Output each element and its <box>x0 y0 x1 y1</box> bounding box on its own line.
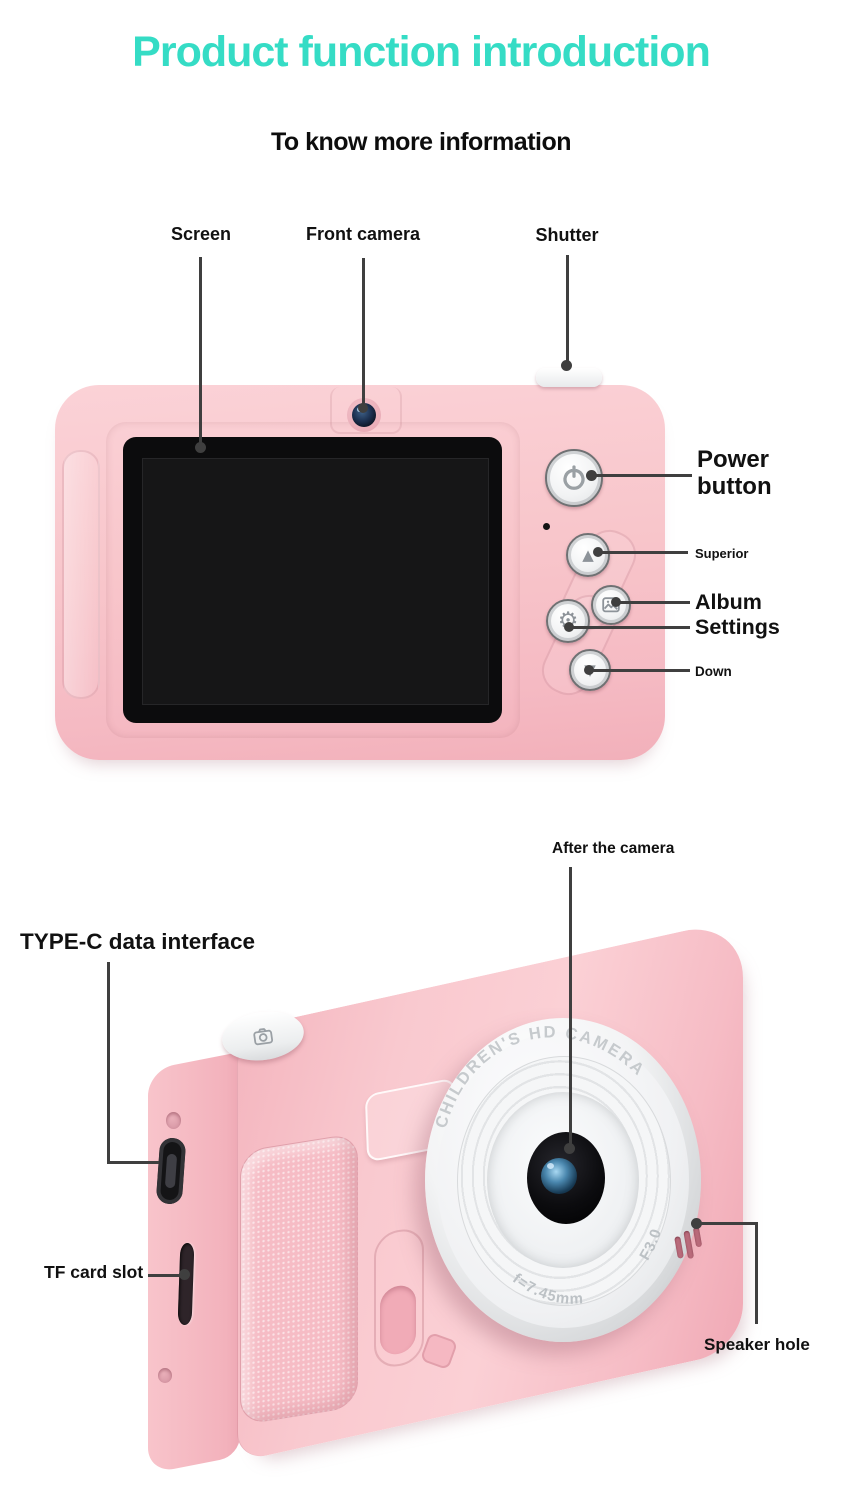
speaker-holes <box>673 1225 713 1266</box>
after-camera-callout-dot <box>564 1143 575 1154</box>
settings-label: Settings <box>695 615 780 639</box>
power-callout-line <box>592 474 692 477</box>
album-label: Album <box>695 590 762 614</box>
front-shutter-button <box>219 1006 307 1066</box>
after-camera-label: After the camera <box>552 840 675 857</box>
power-button <box>545 449 603 507</box>
lens-focal-text: f=7.45mm <box>507 1255 588 1324</box>
shutter-callout-dot <box>561 360 572 371</box>
mic-hole <box>543 523 550 530</box>
down-callout-dot <box>584 665 594 675</box>
front-camera-callout-dot <box>358 403 368 413</box>
up-triangle-icon: ▲ <box>582 545 594 564</box>
back-grip-ridge <box>62 450 100 699</box>
power-button-label: Power button <box>697 446 772 500</box>
speaker-label: Speaker hole <box>704 1335 810 1354</box>
settings-button: ⚙ <box>546 599 590 643</box>
lens-aperture-text: F3.0 <box>630 1222 672 1266</box>
rear-lens-iris <box>541 1158 577 1194</box>
tf-card-callout-dot <box>179 1269 190 1280</box>
svg-text:F3.0: F3.0 <box>630 1222 672 1266</box>
speaker-callout-hline <box>696 1222 758 1225</box>
front-camera-notch <box>330 387 402 434</box>
speaker-slot <box>683 1230 695 1260</box>
speaker-slot <box>692 1226 703 1248</box>
tf-card-callout-line <box>148 1274 183 1277</box>
power-icon <box>563 465 585 490</box>
lens-glint <box>547 1163 554 1169</box>
superior-up-button: ▲ <box>566 533 610 577</box>
screen-callout-line <box>199 257 202 447</box>
settings-callout-line <box>570 626 690 629</box>
screen-callout-dot <box>195 442 206 453</box>
reset-hole <box>166 1112 181 1129</box>
superior-label: Superior <box>695 546 749 561</box>
power-callout-dot <box>586 470 597 481</box>
shutter-button <box>536 368 602 387</box>
type-c-callout-hline <box>107 1161 159 1164</box>
shutter-label: Shutter <box>535 225 599 245</box>
down-label: Down <box>695 664 732 679</box>
type-c-label: TYPE-C data interface <box>20 929 256 954</box>
screen-display <box>142 458 489 705</box>
camera-glyph-icon <box>253 1028 274 1046</box>
tf-card-label: TF card slot <box>44 1262 144 1282</box>
shutter-callout-line <box>566 255 569 365</box>
down-callout-line <box>590 669 690 672</box>
speaker-callout-vline <box>755 1222 758 1324</box>
front-camera-label: Front camera <box>305 224 421 244</box>
page-subtitle: To know more information <box>270 128 572 156</box>
settings-callout-dot <box>564 622 574 632</box>
emboss-pill-fill <box>380 1283 416 1357</box>
front-camera-callout-line <box>362 258 365 408</box>
after-camera-callout-line <box>569 867 572 1148</box>
album-callout-line <box>616 601 690 604</box>
page-title: Product function introduction <box>132 28 711 76</box>
tf-card-slot <box>177 1242 195 1326</box>
superior-callout-line <box>598 551 688 554</box>
camera-left-side-face <box>148 1052 240 1474</box>
screen-label: Screen <box>170 224 232 244</box>
type-c-callout-vline <box>107 962 110 1164</box>
front-grip <box>240 1132 358 1426</box>
svg-text:f=7.45mm: f=7.45mm <box>507 1255 588 1324</box>
lanyard-hole <box>158 1368 172 1383</box>
